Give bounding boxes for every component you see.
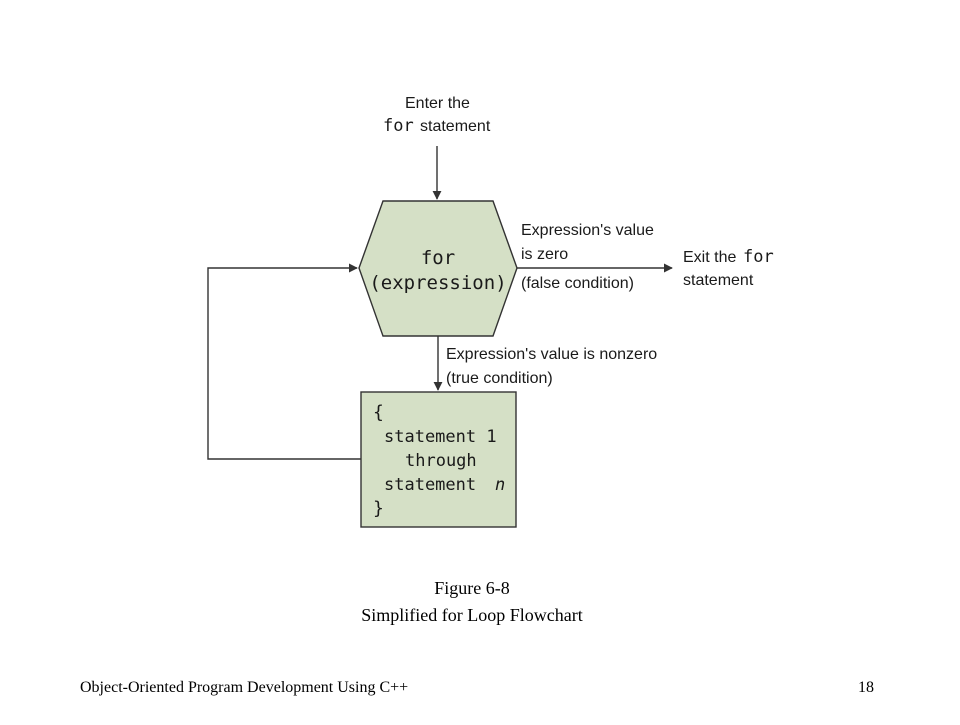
footer-book-title: Object-Oriented Program Development Usin…	[80, 679, 409, 696]
entry-label: Enter the for statement	[383, 95, 491, 136]
entry-label-keyword: for	[383, 116, 414, 136]
exit-label-keyword: for	[743, 247, 774, 267]
decision-hexagon	[358, 200, 518, 337]
figure-title: Simplified for Loop Flowchart	[361, 605, 583, 625]
footer-page-number: 18	[858, 679, 874, 696]
true-branch-line2: (true condition)	[446, 370, 553, 387]
true-branch-line1: Expression's value is nonzero	[446, 346, 657, 363]
false-branch-line1: Expression's value	[521, 222, 654, 239]
exit-label-line2: statement	[683, 272, 754, 289]
body-close-brace: }	[373, 498, 384, 519]
false-branch-line3: (false condition)	[521, 275, 634, 292]
entry-label-line1: Enter the	[405, 95, 470, 112]
false-branch-line2: is zero	[521, 246, 568, 263]
body-line2: through	[405, 451, 477, 471]
false-branch-label: Expression's value is zero (false condit…	[521, 222, 654, 292]
body-line3-prefix: statement	[384, 475, 476, 495]
decision-expression: (expression)	[369, 272, 506, 294]
exit-label-prefix: Exit the	[683, 249, 736, 266]
exit-label: Exit the for statement	[683, 247, 774, 289]
body-line3-var: n	[495, 475, 505, 495]
true-branch-label: Expression's value is nonzero (true cond…	[446, 346, 657, 387]
figure-number: Figure 6-8	[434, 578, 510, 598]
body-open-brace: {	[373, 402, 384, 423]
decision-keyword: for	[421, 247, 455, 269]
body-text: { statement 1 through statement n }	[373, 402, 505, 519]
body-line1: statement 1	[384, 427, 497, 447]
entry-label-line2: statement	[420, 118, 491, 135]
loop-back-arrow	[207, 263, 361, 460]
